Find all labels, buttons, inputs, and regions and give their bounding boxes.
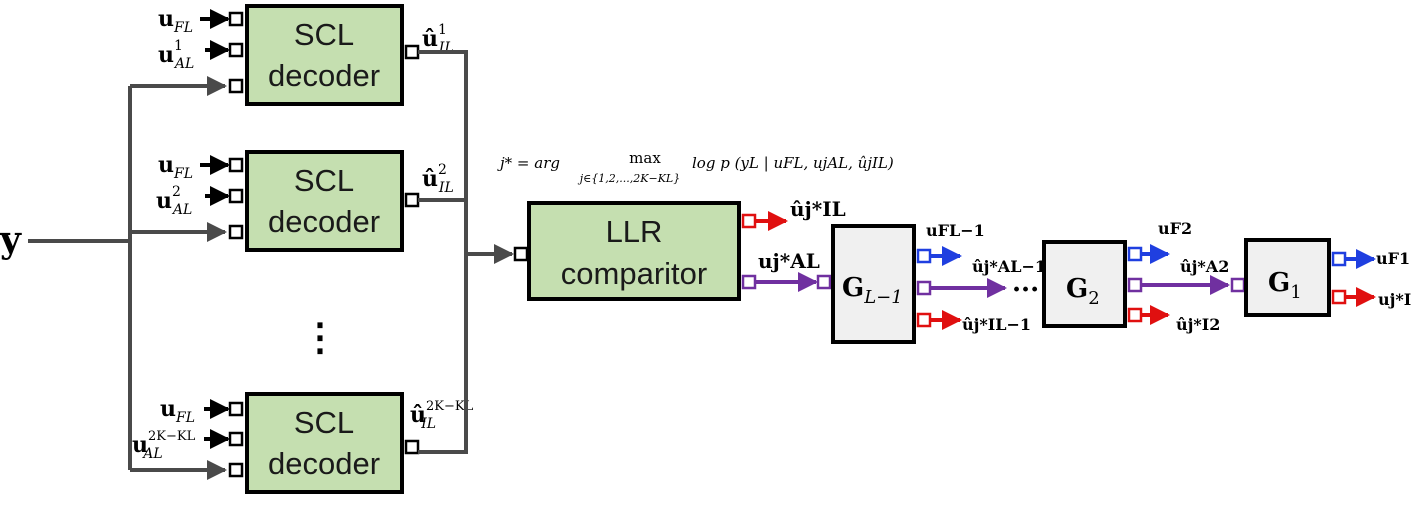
g-block-label: GL−1 [842,273,903,308]
llr-aux-output-label: uj*AL [758,249,820,273]
frozen-output-label: uFL−1 [926,221,985,240]
aux-port [916,280,932,296]
frozen-port [916,248,932,264]
info-port [916,312,932,328]
scl-decoder-block[interactable] [245,150,404,252]
info-output-label: ûj*I2 [1176,315,1220,334]
info-port [1127,307,1143,323]
aux-output-label: ûj*A2 [1180,257,1229,276]
frozen-output-label: uF1 [1376,249,1410,268]
llr-comparitor[interactable]: LLR comparitor ûj*IL uj*AL [513,197,846,301]
y-bus-wires [28,76,227,480]
g-block[interactable] [1244,238,1331,317]
argmax-operator: max [629,149,661,167]
horizontal-ellipsis: ··· [1012,275,1039,305]
scl-title: SCL [294,17,354,52]
scl-decoder-block[interactable] [245,4,404,106]
scl-decoder-block[interactable] [245,392,404,494]
llr-subtitle: comparitor [561,256,707,291]
scl-subtitle: decoder [268,58,380,93]
argmax-range: j∈{1,2,...,2K−KL} [577,172,680,185]
llr-aux-port [741,274,757,290]
info-output-label: ûj*IL−1 [962,315,1031,334]
argmax-objective: log p (yL | uFL, ujAL, ûjIL) [692,154,894,172]
argmax-formula: j* = arg [497,154,560,172]
aux-output-label: ûj*AL−1 [972,257,1046,276]
vertical-ellipsis: ⋮ [301,314,339,359]
y-input-label: y [0,219,22,261]
decoder-output-bus [418,50,514,454]
input-arrows [200,9,230,60]
g-block-2[interactable]: G2 uF2 ûj*A2 ûj*I2 [1042,219,1230,334]
g-l-1-input-port [816,274,832,290]
g-block-label: G2 [1066,274,1100,309]
g-block-label: G1 [1268,268,1302,303]
frozen-port [1127,246,1143,262]
frozen-input-label: uFL [158,152,193,182]
input-arrows [200,155,230,206]
scl-title: SCL [294,163,354,198]
scl-subtitle: decoder [268,204,380,239]
llr-info-port [741,213,757,229]
frozen-input-label: uFL [158,6,193,36]
g-block-l-minus-1[interactable]: GL−1 uFL−1 ûj*AL−1 ûj*IL−1 [831,221,1046,344]
g-block-1[interactable]: G1 uF1 uj*I1 [1244,238,1412,317]
input-ports [228,11,420,94]
llr-info-output-label: ûj*IL [790,197,846,221]
frozen-output-label: uF2 [1158,219,1192,238]
input-ports [228,401,420,478]
scl-title: SCL [294,405,354,440]
llr-comparitor-block[interactable] [527,201,741,301]
frozen-port [1331,251,1347,267]
g1-input-port [1230,277,1246,293]
info-port [1331,289,1347,305]
frozen-input-label: uFL [160,396,195,426]
g-block[interactable] [831,224,916,344]
llr-title: LLR [606,214,663,249]
info-output-label: uj*I1 [1378,290,1412,309]
llr-input-port [513,246,529,262]
g-block[interactable] [1042,240,1127,328]
aux-port [1127,277,1143,293]
input-ports [228,157,420,240]
input-arrows [204,399,230,449]
scl-subtitle: decoder [268,446,380,481]
